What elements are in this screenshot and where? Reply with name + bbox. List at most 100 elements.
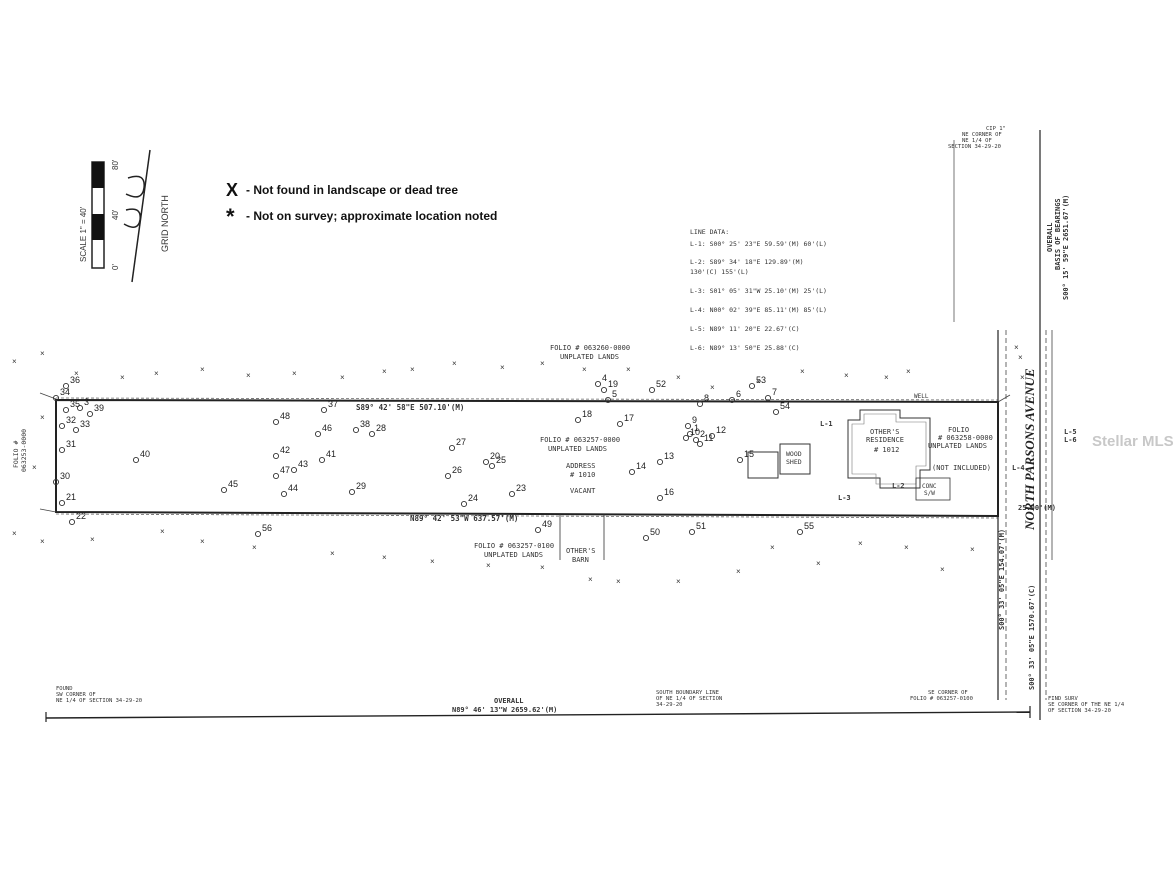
x-mark-icon: × bbox=[540, 563, 545, 572]
scale-tick-80: 80' bbox=[111, 159, 120, 170]
x-mark-icon: × bbox=[40, 349, 45, 358]
tree-54-label: 54 bbox=[780, 401, 790, 411]
line-data-3: L-3: S01° 05' 31"W 25.10'(M) 25'(L) bbox=[690, 287, 827, 295]
tree-21-label: 21 bbox=[66, 492, 76, 502]
tree-11-label: 11 bbox=[704, 433, 713, 443]
svg-text:NE 1/4 OF: NE 1/4 OF bbox=[962, 138, 992, 144]
x-mark-icon: × bbox=[906, 367, 911, 376]
x-mark-icon: × bbox=[858, 539, 863, 548]
x-mark-icon: × bbox=[940, 565, 945, 574]
x-mark-icon: × bbox=[1020, 373, 1025, 382]
svg-text:OTHER'S: OTHER'S bbox=[566, 547, 596, 555]
north-arrow-icon: GRID NORTH bbox=[123, 149, 170, 283]
line-data-5: L-5: N89° 11' 20"E 22.67'(C) bbox=[690, 325, 800, 333]
tree-45-symbol bbox=[220, 486, 228, 494]
x-mark-icon: × bbox=[382, 553, 387, 562]
parcel-west: FOLIO # 063253-0000 bbox=[12, 429, 28, 472]
tree-55-symbol bbox=[796, 528, 804, 536]
tree-30-symbol bbox=[52, 478, 60, 486]
x-marks: ××××××××××××××××××××××××××××××××××××××××… bbox=[12, 343, 1025, 586]
tree-43-label: 43 bbox=[298, 459, 308, 469]
tree-20-label: 20 bbox=[490, 451, 500, 461]
svg-text:UNPLATED LANDS: UNPLATED LANDS bbox=[548, 445, 607, 453]
x-mark-icon: × bbox=[800, 367, 805, 376]
tree-2-symbol bbox=[692, 436, 700, 444]
svg-text:OF NE 1/4 OF SECTION: OF NE 1/4 OF SECTION bbox=[656, 696, 722, 702]
tree-24-symbol bbox=[460, 500, 468, 508]
sw-corner-note: FOUND SW CORNER OF NE 1/4 OF SECTION 34-… bbox=[56, 686, 142, 704]
svg-text:UNPLATED LANDS: UNPLATED LANDS bbox=[560, 353, 619, 361]
tree-23-symbol bbox=[508, 490, 516, 498]
tree-48-symbol bbox=[272, 418, 280, 426]
right-lower-bearing: S00° 33' 05"E 1570.67'(C) bbox=[1028, 585, 1036, 690]
wood-shed: WOOD SHED bbox=[779, 443, 811, 475]
svg-text:OTHER'S: OTHER'S bbox=[870, 428, 900, 436]
tree-55-label: 55 bbox=[804, 521, 814, 531]
tree-32-label: 32 bbox=[66, 415, 76, 425]
tree-42-label: 42 bbox=[280, 445, 290, 455]
north-line-bearing: S89° 42' 58"E 507.10'(M) bbox=[356, 403, 464, 412]
tree-47-symbol bbox=[272, 472, 280, 480]
svg-text:FOLIO # 063257-0100: FOLIO # 063257-0100 bbox=[910, 696, 973, 702]
x-mark-icon: × bbox=[200, 365, 205, 374]
tree-29-symbol bbox=[348, 488, 356, 496]
svg-text:NE 1/4 OF SECTION 34-29-20: NE 1/4 OF SECTION 34-29-20 bbox=[56, 698, 142, 704]
tree-43-symbol bbox=[290, 466, 298, 474]
tree-17-symbol bbox=[616, 420, 624, 428]
right-overall-bearing: S00° 15' 59"E 2651.67'(M) bbox=[1062, 195, 1070, 300]
tree-6-label: 6 bbox=[736, 389, 741, 399]
tree-52-label: 52 bbox=[656, 379, 666, 389]
tree-31-label: 31 bbox=[66, 439, 76, 449]
line-data-4: L-4: N00° 02' 39"E 85.11'(M) 85'(L) bbox=[690, 306, 827, 314]
tree-21-symbol bbox=[58, 499, 66, 507]
line-data-2: L-2: S89° 34' 18"E 129.89'(M) bbox=[690, 258, 804, 266]
concrete-sidewalk: CONC S/W bbox=[915, 477, 951, 501]
tree-49-label: 49 bbox=[542, 519, 552, 529]
tree-26-label: 26 bbox=[452, 465, 462, 475]
legend-star-text: - Not on survey; approximate location no… bbox=[246, 209, 497, 223]
x-mark-icon: × bbox=[486, 561, 491, 570]
tree-39-symbol bbox=[86, 410, 94, 418]
tree-44-symbol bbox=[280, 490, 288, 498]
svg-text:L-1: L-1 bbox=[820, 420, 833, 428]
x-mark-icon: × bbox=[676, 373, 681, 382]
tree-42-symbol bbox=[272, 452, 280, 460]
tree-34-symbol bbox=[52, 394, 60, 402]
tree-7-label: 7 bbox=[772, 387, 777, 397]
right-distance: 25.00'(M) bbox=[1018, 504, 1056, 512]
x-mark-icon: × bbox=[884, 373, 889, 382]
tree-17-label: 17 bbox=[624, 413, 634, 423]
x-mark-icon: × bbox=[540, 359, 545, 368]
x-mark-icon: × bbox=[1018, 353, 1023, 362]
overall-bottom-bearing: N89° 46' 13"W 2659.62'(M) bbox=[452, 706, 557, 714]
right-mid-bearing: S00° 33' 05"E 154.07'(M) bbox=[998, 529, 1006, 630]
tree-33-label: 33 bbox=[80, 419, 90, 429]
tree-47-label: 47 bbox=[280, 465, 290, 475]
svg-text:FIND SURV: FIND SURV bbox=[1048, 696, 1078, 702]
tree-51-symbol bbox=[688, 528, 696, 536]
x-mark-icon: × bbox=[120, 373, 125, 382]
property-boundary bbox=[39, 392, 1011, 519]
x-mark-icon: × bbox=[500, 363, 505, 372]
x-mark-icon: × bbox=[582, 365, 587, 374]
se-corner-note: SE CORNER OF FOLIO # 063257-0100 bbox=[910, 690, 973, 702]
svg-text:# 063258-0000: # 063258-0000 bbox=[938, 434, 993, 442]
tree-12-label: 12 bbox=[716, 425, 726, 435]
north-label: GRID NORTH bbox=[160, 195, 170, 252]
star-mark-icon: * bbox=[226, 204, 235, 229]
svg-text:SW CORNER OF: SW CORNER OF bbox=[56, 692, 96, 698]
tree-50-label: 50 bbox=[650, 527, 660, 537]
scale-bar: SCALE 1" = 40' 0' 40' 80' bbox=[79, 159, 120, 270]
svg-text:L-2: L-2 bbox=[892, 482, 905, 490]
line-data-1: L-1: S00° 25' 23"E 59.59'(M) 60'(L) bbox=[690, 240, 827, 248]
tree-39-label: 39 bbox=[94, 403, 104, 413]
x-mark-icon: × bbox=[844, 371, 849, 380]
small-structure bbox=[747, 451, 779, 479]
x-mark-icon: × bbox=[330, 549, 335, 558]
parcel-south: FOLIO # 063257-0100 UNPLATED LANDS bbox=[474, 542, 554, 559]
tree-36-label: 36 bbox=[70, 375, 80, 385]
svg-text:34-29-20: 34-29-20 bbox=[656, 702, 683, 708]
tree-53-label: 53 bbox=[756, 375, 766, 385]
svg-text:S/W: S/W bbox=[924, 490, 935, 497]
svg-text:FOLIO # 063257-0100: FOLIO # 063257-0100 bbox=[474, 542, 554, 550]
